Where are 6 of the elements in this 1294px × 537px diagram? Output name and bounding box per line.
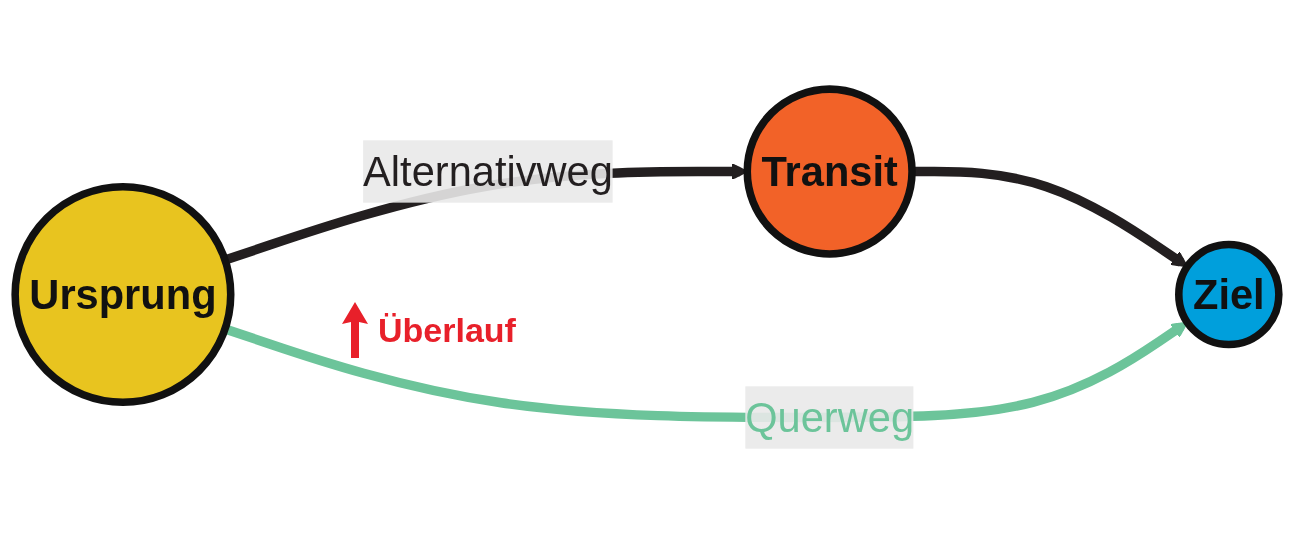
edge-label: Querweg xyxy=(745,393,915,441)
node-circle: Ziel xyxy=(1175,240,1283,348)
node-circle: Ursprung xyxy=(11,182,235,406)
overflow-label: Überlauf xyxy=(378,310,516,350)
edge-label: Alternativweg xyxy=(363,147,613,195)
node-circle: Transit xyxy=(743,84,916,258)
